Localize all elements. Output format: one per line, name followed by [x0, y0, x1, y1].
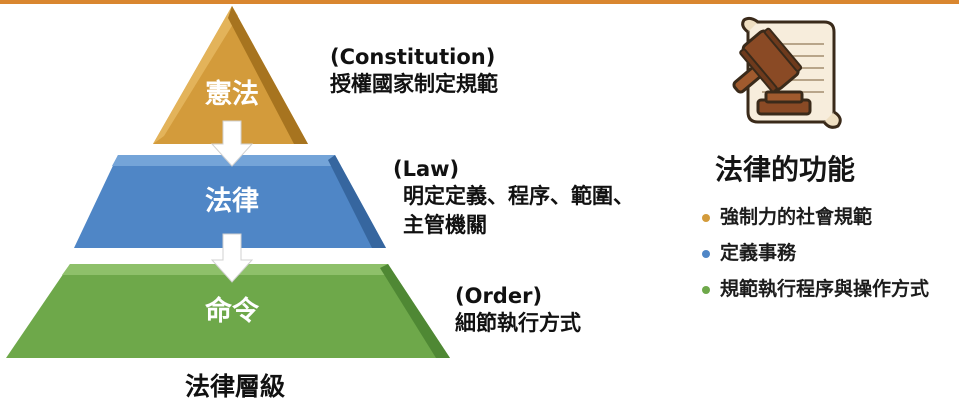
function-item-text: 強制力的社會規範	[720, 206, 873, 228]
pyramid-label-constitution: 憲法	[205, 78, 259, 110]
gavel-scroll-icon	[732, 16, 842, 129]
list-item: 定義事務	[698, 238, 958, 268]
functions-list: 強制力的社會規範 定義事務 規範執行程序與操作方式	[698, 202, 958, 310]
bullet-icon	[702, 250, 710, 258]
annotation-law: (Law) 明定定義、程序、範圍、主管機關	[393, 156, 639, 240]
arrow-down-icon	[210, 120, 254, 167]
list-item: 強制力的社會規範	[698, 202, 958, 232]
pyramid-level-order	[6, 264, 450, 358]
list-item: 規範執行程序與操作方式	[698, 274, 935, 304]
annotation-constitution-zh: 授權國家制定規範	[330, 72, 498, 96]
function-item-text: 定義事務	[720, 242, 797, 264]
pyramid-level-law	[74, 155, 386, 248]
functions-title: 法律的功能	[715, 153, 856, 186]
bullet-icon	[702, 286, 710, 294]
pyramid-label-order: 命令	[205, 295, 260, 327]
hierarchy-pyramid: 憲法 法律 命令	[6, 6, 450, 358]
function-item-text: 規範執行程序與操作方式	[720, 278, 930, 300]
annotation-order-en: (Order)	[455, 284, 543, 308]
bullet-icon	[702, 214, 710, 222]
pyramid-label-law: 法律	[205, 186, 259, 217]
annotation-law-en: (Law)	[393, 157, 460, 181]
annotation-constitution-en: (Constitution)	[330, 45, 496, 69]
annotation-order: (Order) 細節執行方式	[455, 283, 581, 338]
annotation-law-zh: 明定定義、程序、範圍、主管機關	[403, 184, 634, 237]
annotation-order-zh: 細節執行方式	[455, 311, 581, 335]
arrow-down-icon	[210, 233, 254, 283]
pyramid-level-constitution	[153, 6, 308, 144]
pyramid-title: 法律層級	[184, 372, 285, 401]
annotation-constitution: (Constitution) 授權國家制定規範	[330, 44, 498, 99]
top-accent-bar	[0, 0, 959, 4]
